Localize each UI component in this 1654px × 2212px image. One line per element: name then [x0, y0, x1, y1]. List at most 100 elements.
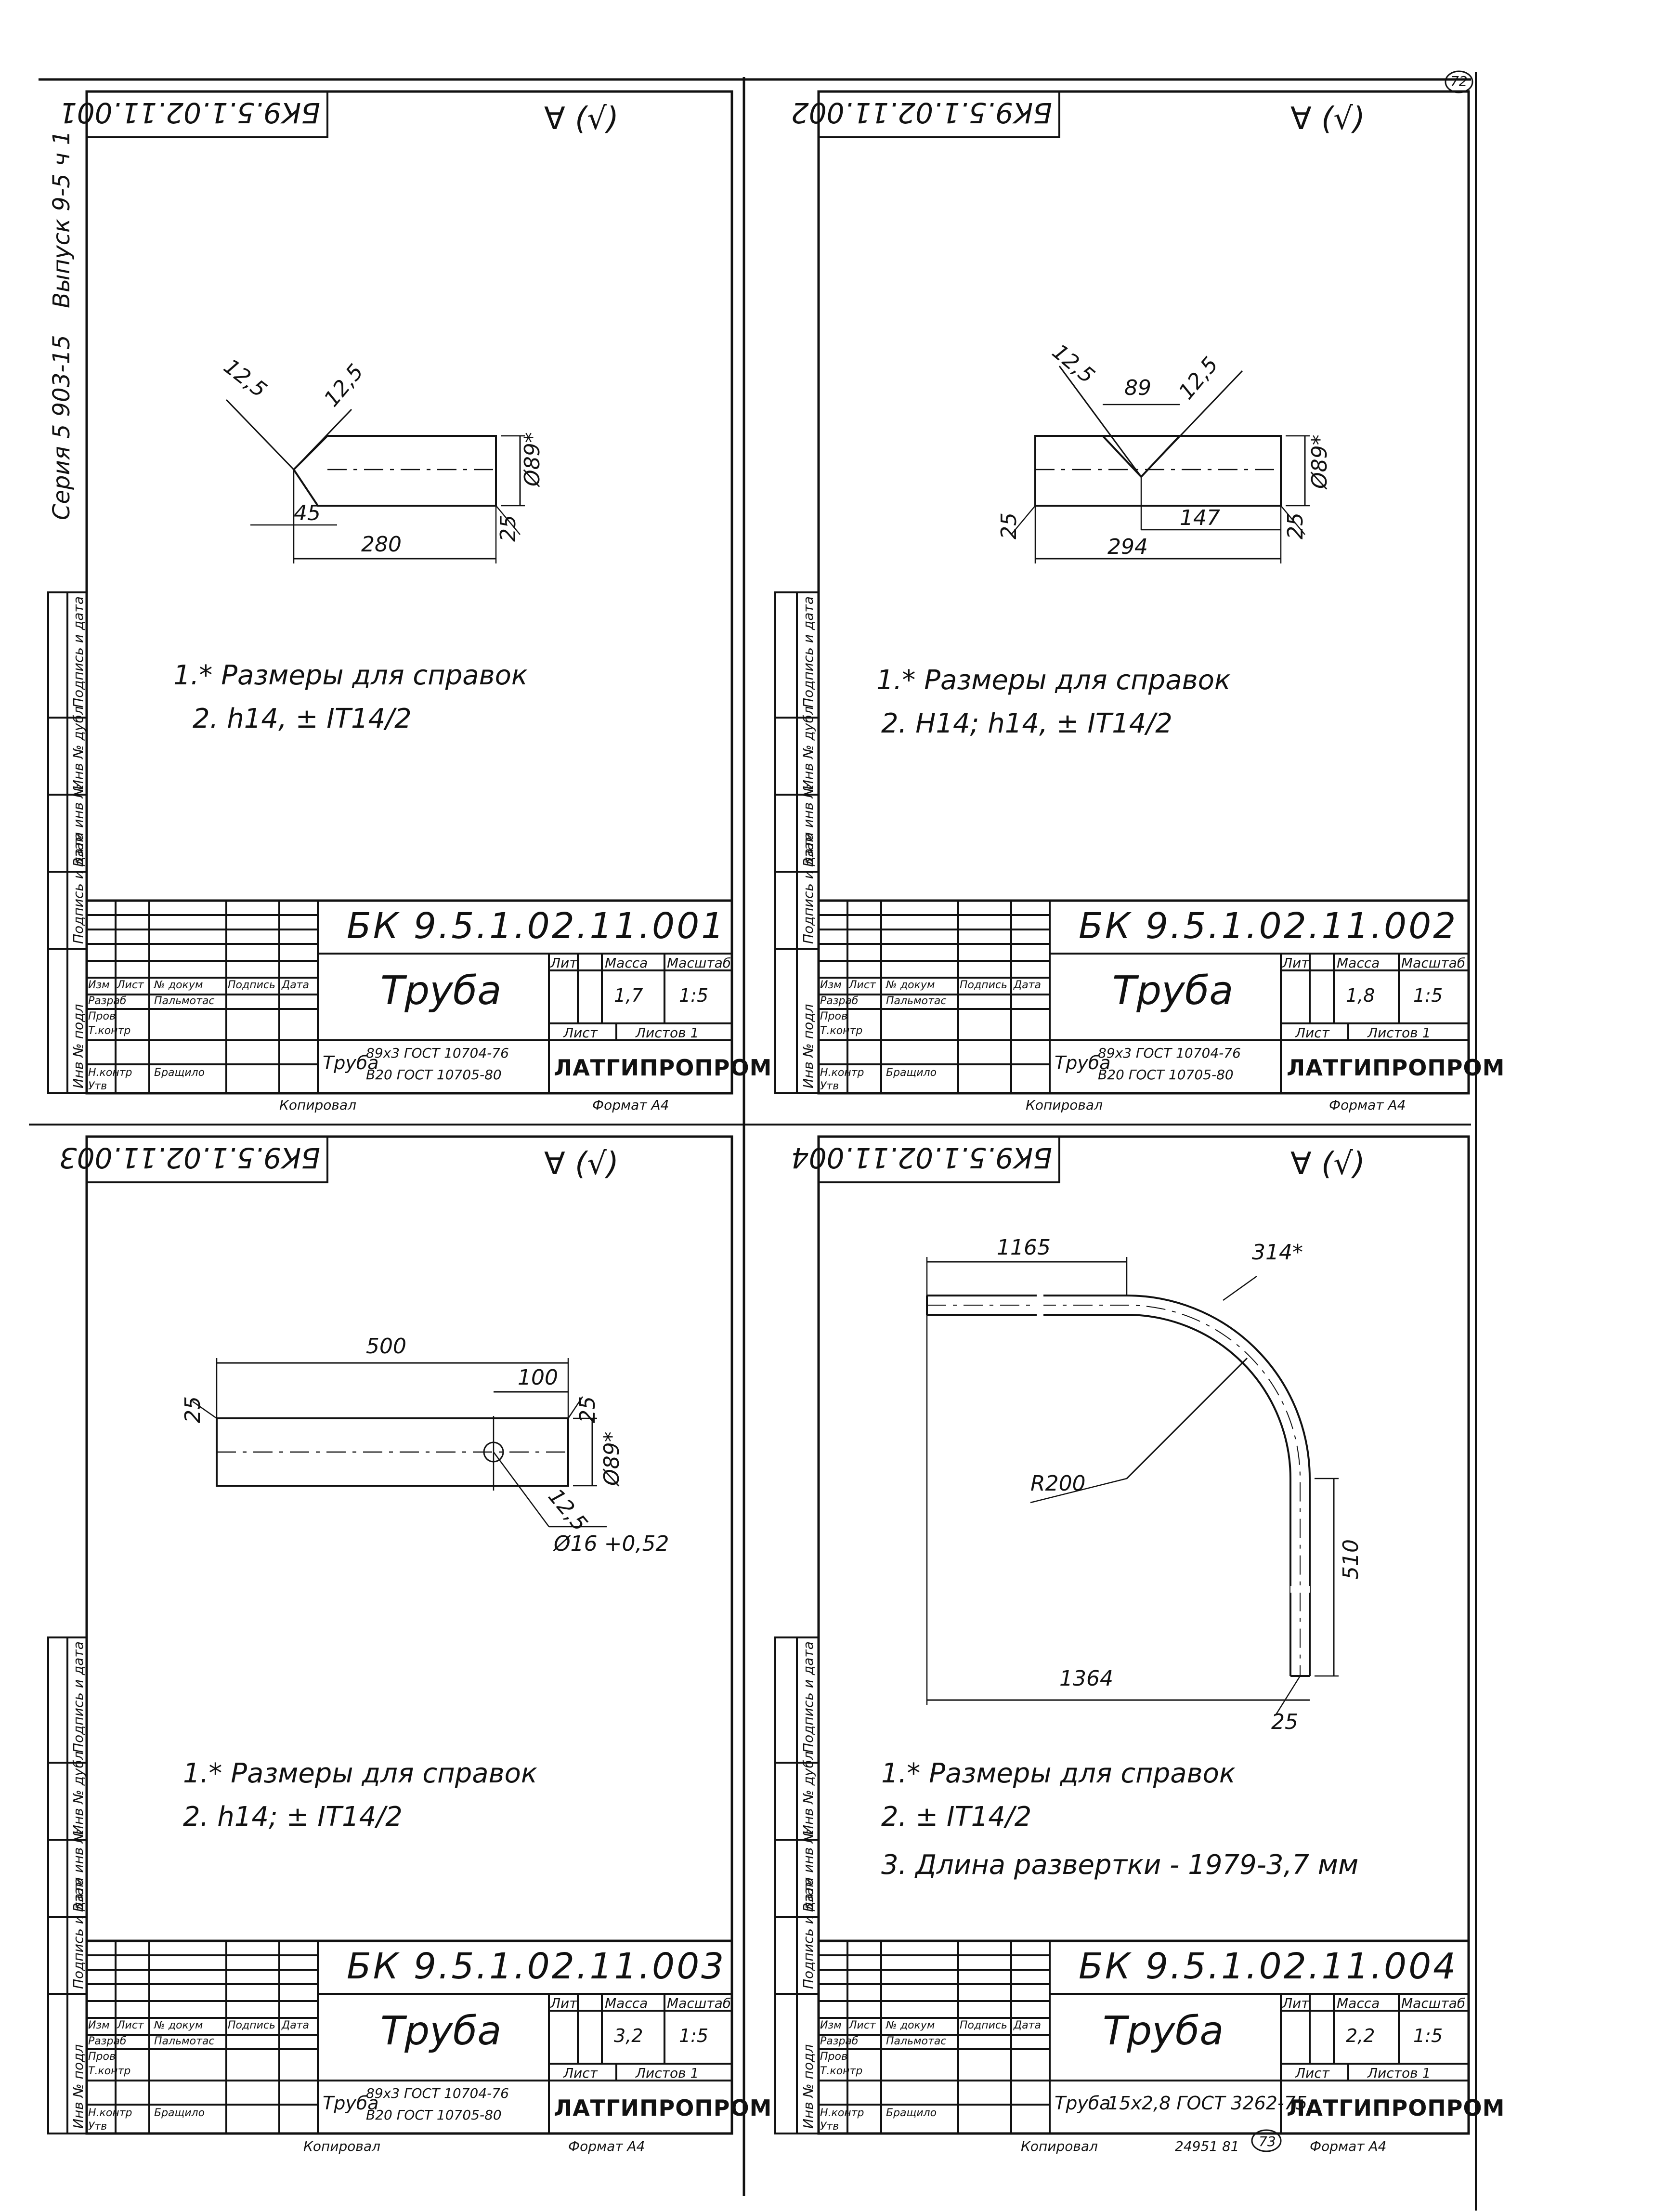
roughness-mark: ∀ (√): [544, 1146, 619, 1182]
drawing-code: БК 9.5.1.02.11.003: [347, 1946, 726, 1987]
material-line-2: В20 ГОСТ 10705-80: [366, 2107, 502, 2123]
list-label: Лист: [563, 1025, 598, 1041]
tb-izm: Изм: [88, 2019, 110, 2031]
material-prefix: Труба: [1055, 2093, 1111, 2114]
material-line-1: 89х3 ГОСТ 10704-76: [366, 1045, 509, 1061]
note-2: 2. H14; h14, ± IT14/2: [881, 708, 1172, 739]
tb-tkontr: Т.контр: [88, 1025, 131, 1037]
note-3: 3. Длина развертки - 1979-3,7 мм: [881, 1849, 1359, 1881]
part-name: Труба: [1103, 2008, 1224, 2054]
listov-label: Листов 1: [636, 2065, 699, 2081]
roughness-mark: ∀ (√): [1290, 1146, 1365, 1182]
tb-izm: Изм: [820, 2019, 842, 2031]
note-2: 2. h14, ± IT14/2: [193, 703, 412, 734]
sheet-number: 72: [1450, 73, 1468, 89]
note-1: 1.* Размеры для справок: [183, 1758, 537, 1789]
dim-arc: 314*: [1252, 1240, 1303, 1265]
tb-ndokum: № докум: [886, 2019, 935, 2031]
dim-a: 1165: [997, 1235, 1051, 1260]
tb-podpis: Подпись: [960, 979, 1007, 991]
side-sign-date-1: Подпись и дата: [800, 596, 816, 708]
side-inv-orig: Инв № подл: [800, 1004, 816, 1088]
scale-value: 1:5: [679, 2025, 709, 2046]
dim-length: 500: [366, 1334, 406, 1359]
tb-tkontr: Т.контр: [820, 1025, 863, 1037]
scale-label: Масштаб: [667, 955, 731, 971]
tb-utv: Утв: [820, 2120, 839, 2133]
tb-prov: Пров: [820, 1010, 847, 1022]
kopiroval: Копировал: [303, 2138, 380, 2154]
tb-razrab: Разраб: [88, 2035, 127, 2047]
list-label: Лист: [1295, 2065, 1329, 2081]
kopiroval: Копировал: [279, 1097, 356, 1113]
dim-length: 280: [361, 532, 402, 557]
dim-b: 510: [1339, 1539, 1363, 1580]
dim-diameter: Ø89*: [520, 432, 545, 486]
flipped-code: БК9.5.1.02.11.001: [59, 96, 320, 129]
kopiroval: Копировал: [1021, 2138, 1098, 2154]
tb-data: Дата: [282, 979, 309, 991]
tb-tkontr: Т.контр: [820, 2065, 863, 2077]
tb-list: Лист: [849, 979, 876, 991]
dim-w2: 25: [575, 1396, 600, 1423]
tb-nkontr: Н.контр: [88, 2107, 132, 2119]
drawing-1-pipe: [225, 399, 525, 563]
listov-label: Листов 1: [1367, 2065, 1431, 2081]
massa-label: Масса: [1337, 1995, 1380, 2011]
tb-nkontr-name: Бращило: [154, 1067, 205, 1079]
dim-wall-1: 25: [1283, 512, 1308, 539]
side-sign-date-1: Подпись и дата: [70, 1641, 86, 1753]
lit-label: Лит: [550, 1995, 577, 2011]
tb-razrab-name: Пальмотас: [886, 995, 947, 1007]
side-sign-date-2: Подпись и дата: [70, 832, 86, 944]
massa-value: 1,8: [1346, 985, 1375, 1006]
dim-notch: 89: [1124, 376, 1151, 400]
tb-nkontr: Н.контр: [820, 2107, 864, 2119]
dim-diameter: Ø89*: [1307, 434, 1332, 489]
tb-data: Дата: [1014, 979, 1041, 991]
listov-label: Листов 1: [636, 1025, 699, 1041]
tb-list: Лист: [117, 2019, 144, 2031]
side-sign-date-1: Подпись и дата: [70, 596, 86, 708]
tb-data: Дата: [1014, 2019, 1041, 2031]
note-2: 2. h14; ± IT14/2: [183, 1801, 403, 1832]
series-label: Серия 5 903-15: [48, 335, 75, 520]
drawing-2-pipe: [1011, 366, 1310, 563]
scale-label: Масштаб: [667, 1995, 731, 2011]
listov-label: Листов 1: [1367, 1025, 1431, 1041]
part-name: Труба: [1112, 968, 1234, 1014]
part-name: Труба: [380, 968, 502, 1014]
roughness-mark: ∀ (√): [1290, 101, 1365, 137]
note-2: 2. ± IT14/2: [881, 1801, 1032, 1832]
massa-value: 3,2: [614, 2025, 643, 2046]
tb-prov: Пров: [820, 2051, 847, 2063]
dim-hole-pos: 100: [518, 1365, 558, 1390]
issue-label: Выпуск 9-5 ч 1: [48, 130, 75, 308]
tb-nkontr: Н.контр: [820, 1067, 864, 1079]
company-name: ЛАТГИПРОПРОМ: [1287, 2095, 1505, 2121]
dim-wall: 25: [496, 515, 521, 542]
list-label: Лист: [1295, 1025, 1329, 1041]
dim-length: 294: [1107, 535, 1148, 559]
tb-list: Лист: [849, 2019, 876, 2031]
tb-izm: Изм: [820, 979, 842, 991]
list-label: Лист: [563, 2065, 598, 2081]
side-inv-orig: Инв № подл: [800, 2044, 816, 2129]
tb-tkontr: Т.контр: [88, 2065, 131, 2077]
flipped-code: БК9.5.1.02.11.003: [59, 1141, 320, 1174]
material-line-1: 89х3 ГОСТ 10704-76: [1098, 1045, 1241, 1061]
tb-list: Лист: [117, 979, 144, 991]
tb-razrab: Разраб: [820, 995, 859, 1007]
massa-label: Масса: [605, 955, 648, 971]
material-line-2: В20 ГОСТ 10705-80: [366, 1067, 502, 1083]
flipped-code: БК9.5.1.02.11.004: [791, 1141, 1052, 1174]
tb-ndokum: № докум: [154, 2019, 203, 2031]
tb-podpis: Подпись: [228, 979, 275, 991]
dim-radius: R200: [1030, 1471, 1086, 1496]
format: Формат А4: [592, 1097, 669, 1113]
tb-razrab: Разраб: [820, 2035, 859, 2047]
note-1: 1.* Размеры для справок: [881, 1758, 1236, 1789]
dim-w: 25: [1271, 1710, 1298, 1734]
dim-hole: Ø16 +0,52: [554, 1531, 669, 1556]
